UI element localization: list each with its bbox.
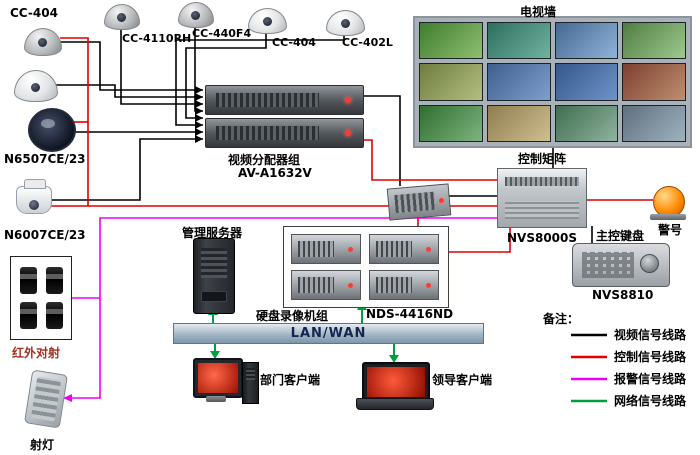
monitor-tile bbox=[622, 22, 686, 60]
spotlight-label: 射灯 bbox=[30, 438, 55, 452]
lanwan-bus: LAN/WAN bbox=[173, 323, 484, 344]
dvr-model-label: NDS-4416ND bbox=[366, 307, 454, 321]
tvwall-label: 电视墙 bbox=[520, 5, 557, 19]
monitor-tile bbox=[419, 104, 483, 142]
monitor-tile bbox=[419, 22, 483, 60]
dvr-unit bbox=[291, 234, 361, 264]
infrared-beam-detector bbox=[10, 256, 72, 340]
monitor-tile bbox=[622, 63, 686, 101]
monitor-tile bbox=[554, 104, 619, 142]
camera-label-n6007: N6007CE/23 bbox=[4, 228, 86, 242]
monitor-screen bbox=[198, 363, 238, 393]
monitor-tile bbox=[486, 63, 551, 101]
camera-label-n6507: N6507CE/23 bbox=[4, 152, 86, 166]
legend-item-label: 控制信号线路 bbox=[614, 350, 687, 364]
dvr-name-label: 硬盘录像机组 bbox=[256, 309, 329, 323]
legend-item-label: 视频信号线路 bbox=[614, 328, 687, 342]
leader-client-laptop-screen bbox=[362, 362, 430, 402]
legend-swatch bbox=[571, 355, 607, 358]
department-client-tower bbox=[242, 362, 259, 404]
dvr-unit bbox=[291, 270, 361, 300]
dvr-unit bbox=[369, 234, 439, 264]
camera-label-cc404-left: CC-404 bbox=[10, 6, 58, 20]
lanwan-label: LAN/WAN bbox=[290, 326, 367, 341]
dome-camera-icon bbox=[24, 28, 62, 56]
infrared-unit-icon bbox=[19, 267, 37, 294]
alarm-beacon-icon bbox=[653, 186, 685, 218]
control-matrix-device bbox=[497, 168, 587, 228]
ptz-camera-icon bbox=[16, 179, 52, 214]
alarm-label: 警号 bbox=[658, 223, 683, 237]
dome-camera-icon bbox=[104, 4, 140, 30]
server-label: 管理服务器 bbox=[182, 226, 243, 240]
distributor-name-label: 视频分配器组 bbox=[228, 153, 301, 167]
recessed-dome-camera-icon bbox=[28, 108, 76, 152]
monitor-tile bbox=[486, 22, 551, 60]
legend-swatch bbox=[571, 377, 607, 380]
legend-swatch bbox=[571, 399, 607, 402]
camera-label-cc4110rh: CC-4110RH bbox=[122, 32, 192, 45]
video-arrowheads bbox=[195, 86, 203, 143]
monitor-tile bbox=[554, 63, 619, 101]
monitor-tile bbox=[419, 63, 483, 101]
infrared-unit-icon bbox=[19, 302, 37, 329]
matrix-label: 控制矩阵 bbox=[518, 152, 567, 166]
department-client-label: 部门客户端 bbox=[260, 373, 321, 387]
legend-item-control: 控制信号线路 bbox=[570, 348, 686, 365]
infrared-unit-icon bbox=[45, 267, 63, 294]
leader-client-laptop-base bbox=[356, 398, 434, 410]
alarm-lines bbox=[64, 217, 497, 399]
monitor-tile bbox=[486, 104, 551, 142]
distributor-model-label: AV-A1632V bbox=[238, 166, 312, 180]
camera-label-cc402l: CC-402L bbox=[342, 36, 393, 49]
legend-item-alarm: 报警信号线路 bbox=[570, 370, 686, 387]
camera-label-cc440f4: CC-440F4 bbox=[192, 27, 252, 40]
alarm-beacon-base bbox=[650, 214, 686, 220]
legend-swatch bbox=[571, 333, 607, 336]
infrared-label: 红外对射 bbox=[12, 346, 61, 360]
management-server-device bbox=[193, 238, 235, 314]
dome-camera-icon bbox=[178, 2, 214, 28]
legend-title: 备注： bbox=[543, 312, 580, 326]
legend-item-label: 报警信号线路 bbox=[614, 372, 687, 386]
matrix-model-label: NVS8000S bbox=[507, 231, 578, 245]
alarm-arrowheads bbox=[63, 394, 72, 402]
dome-camera-icon bbox=[14, 70, 58, 102]
legend-item-video: 视频信号线路 bbox=[570, 326, 686, 343]
video-lines bbox=[50, 26, 593, 243]
monitor-tile bbox=[554, 22, 619, 60]
dvr-unit bbox=[369, 270, 439, 300]
camera-label-cc404-top: CC-404 bbox=[272, 36, 316, 49]
infrared-unit-icon bbox=[45, 302, 63, 329]
leader-client-label: 领导客户端 bbox=[432, 373, 493, 387]
legend-item-network: 网络信号线路 bbox=[570, 392, 686, 409]
tv-wall bbox=[413, 16, 692, 148]
legend-item-label: 网络信号线路 bbox=[614, 394, 687, 408]
video-distributor-unit bbox=[205, 85, 364, 115]
control-keyboard-device bbox=[572, 243, 670, 287]
video-amplifier-device bbox=[386, 183, 452, 221]
keyboard-label: 主控键盘 bbox=[596, 229, 645, 243]
monitor-tile bbox=[622, 104, 686, 142]
department-client-monitor bbox=[193, 358, 243, 398]
video-distributor-unit bbox=[205, 118, 364, 148]
keyboard-model-label: NVS8810 bbox=[592, 288, 654, 302]
monitor-stand bbox=[206, 396, 226, 402]
